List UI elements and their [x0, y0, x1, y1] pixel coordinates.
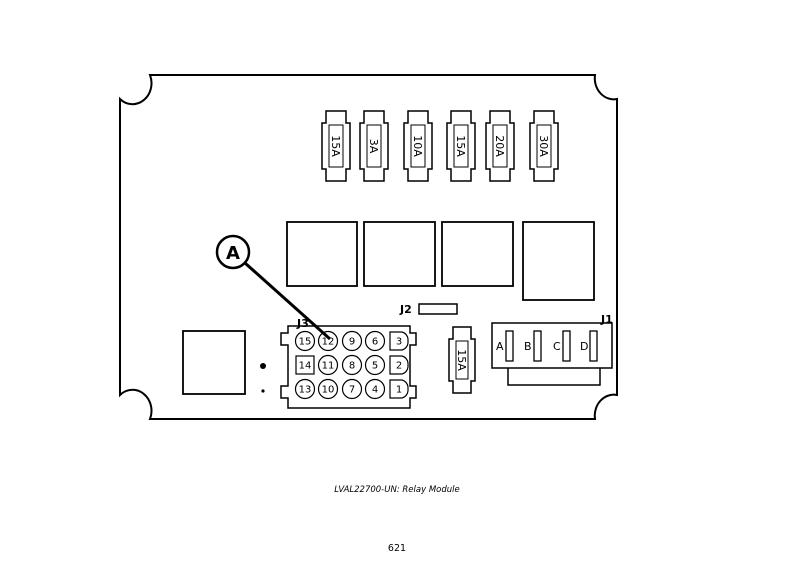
- j3-pin-label: 3: [396, 337, 402, 348]
- figure-caption: LVAL22700-UN: Relay Module: [334, 485, 460, 495]
- j1-pin-D: D: [580, 330, 598, 362]
- connector-j3-pin-grid: 15 12 9 6 3 14 11 8 5 2 13 10 7 4 1: [294, 330, 409, 400]
- indicator-dot-large: [260, 363, 266, 369]
- j3-pin-label: 6: [372, 337, 378, 348]
- j3-pin-2: 2: [389, 355, 409, 375]
- relay-3: [441, 221, 514, 287]
- j3-pin-label: 8: [349, 361, 355, 372]
- fuse-top-4: 15A: [446, 110, 476, 182]
- j3-pin-label: 2: [396, 361, 402, 372]
- j3-pin-13: 13: [294, 378, 316, 400]
- j3-pin-label: 13: [299, 385, 312, 396]
- j3-pin-label: 14: [299, 361, 312, 372]
- page-number: 621: [387, 543, 407, 554]
- fuse-top-6-label: 30A: [537, 135, 550, 157]
- j3-pin-1: 1: [389, 379, 409, 399]
- callout-a-leader: [244, 261, 331, 341]
- j3-pin-label: 9: [349, 337, 355, 348]
- fuse-top-6: 30A: [529, 110, 559, 182]
- fuse-top-1: 15A: [321, 110, 351, 182]
- callout-a-circle: [215, 234, 251, 270]
- j3-pin-9: 9: [341, 330, 363, 352]
- j3-pin-10: 10: [317, 378, 339, 400]
- j3-pin-label: 11: [322, 361, 335, 372]
- j1-pin-label: C: [553, 340, 561, 353]
- j3-pin-label: 15: [299, 337, 312, 348]
- fuse-top-4-label: 15A: [454, 135, 467, 157]
- j3-pin-label: 5: [372, 361, 378, 372]
- fuse-top-3-label: 10A: [411, 135, 424, 157]
- square-component: [182, 330, 246, 395]
- j1-pin-label: B: [524, 340, 532, 353]
- j1-pin-B: B: [524, 330, 542, 362]
- j3-pin-6: 6: [364, 330, 386, 352]
- indicator-dot-small: [261, 389, 265, 393]
- j1-pin-label: D: [580, 340, 588, 353]
- fuse-row: 15A 3A 10A 15A 20A 30A: [321, 110, 559, 182]
- connector-j1-bracket: [507, 368, 601, 386]
- j3-pin-15: 15: [294, 330, 316, 352]
- j3-pin-label: 12: [322, 337, 335, 348]
- fuse-top-3: 10A: [403, 110, 433, 182]
- j3-pin-8: 8: [341, 354, 363, 376]
- connector-j2-label: J2: [399, 303, 412, 316]
- fuse-top-2: 3A: [359, 110, 389, 182]
- fuse-top-2-label: 3A: [367, 139, 380, 154]
- j3-pin-label: 7: [349, 385, 355, 396]
- j3-pin-label: 10: [322, 385, 335, 396]
- j1-pin-label: A: [496, 340, 504, 353]
- fuse-top-1-label: 15A: [329, 135, 342, 157]
- j3-pin-14: 14: [295, 355, 315, 375]
- fuse-side: 15A: [448, 326, 476, 394]
- j3-pin-5: 5: [364, 354, 386, 376]
- connector-j2: [418, 303, 458, 315]
- j3-pin-label: 4: [372, 385, 378, 396]
- relay-4: [522, 221, 595, 301]
- j3-pin-7: 7: [341, 378, 363, 400]
- connector-j3-label: J3: [296, 317, 309, 330]
- callout-a-label: A: [226, 243, 240, 264]
- fuse-top-5-label: 20A: [493, 135, 506, 157]
- fuse-side-15a-label: 15A: [455, 349, 468, 371]
- j1-pin-A: A: [496, 330, 514, 362]
- relay-1: [286, 221, 358, 287]
- connector-j1-label: J1: [600, 313, 613, 326]
- connector-j1-pins: A B C D: [496, 330, 598, 362]
- j3-pin-12: 12: [317, 330, 339, 352]
- fuse-side-15a: 15A: [448, 326, 476, 394]
- j3-pin-11: 11: [317, 354, 339, 376]
- fuse-top-5: 20A: [485, 110, 515, 182]
- relay-2: [363, 221, 436, 287]
- j3-pin-3: 3: [389, 331, 409, 351]
- j3-pin-4: 4: [364, 378, 386, 400]
- j1-pin-C: C: [553, 330, 571, 362]
- j3-pin-label: 1: [396, 385, 402, 396]
